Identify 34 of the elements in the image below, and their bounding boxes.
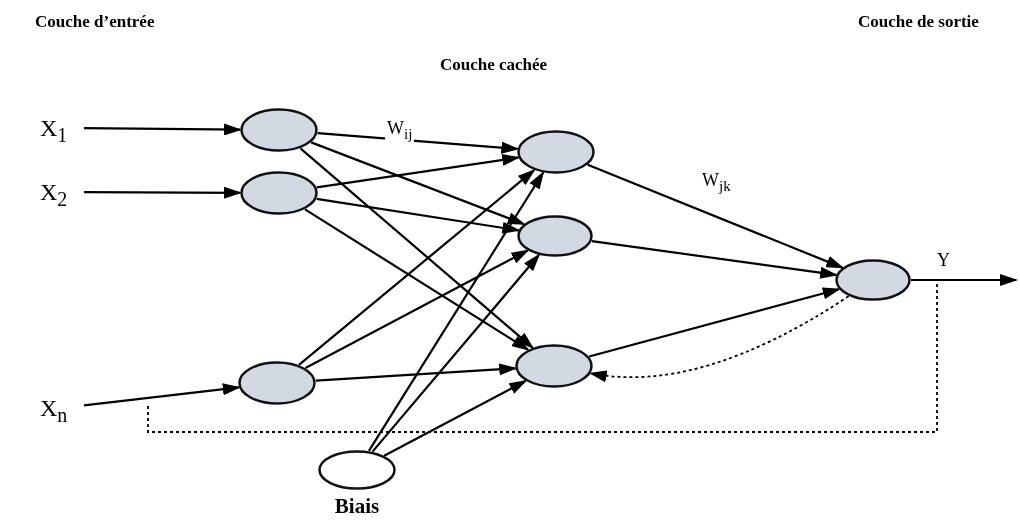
input-label: X$_{n}$ bbox=[40, 393, 84, 423]
layer-heading: Couche cachée bbox=[440, 55, 548, 75]
neuron-circle bbox=[238, 361, 316, 405]
arrow bbox=[298, 168, 536, 366]
arrow bbox=[310, 141, 526, 226]
arrow bbox=[304, 208, 530, 351]
layer-heading: Couche de sortie bbox=[858, 12, 979, 32]
arrow bbox=[299, 147, 535, 349]
arrow bbox=[304, 249, 530, 369]
neuron-circle bbox=[835, 259, 911, 301]
arrow bbox=[383, 380, 528, 457]
arrow bbox=[316, 197, 521, 234]
neuron-circle bbox=[515, 344, 593, 388]
arrow bbox=[83, 383, 241, 407]
feedback-line bbox=[147, 279, 938, 433]
arrow bbox=[371, 253, 541, 453]
edge-label: W$_{ij}$ bbox=[385, 118, 415, 144]
input-label: X$_{2}$ bbox=[40, 177, 84, 207]
arrow bbox=[368, 171, 545, 452]
arrow bbox=[84, 186, 242, 199]
neuron-circle bbox=[240, 108, 318, 152]
edge-label: W$_{jk}$ bbox=[700, 170, 733, 196]
node-label: Biais bbox=[333, 494, 381, 518]
arrow bbox=[911, 274, 1018, 286]
arrow bbox=[316, 154, 521, 189]
arrow bbox=[591, 240, 839, 279]
neuron-circle bbox=[240, 171, 318, 215]
input-label: X$_{1}$ bbox=[40, 113, 84, 143]
neuron-circle bbox=[517, 215, 593, 257]
arrow bbox=[588, 287, 841, 358]
arrow bbox=[84, 123, 242, 136]
neuron-circle bbox=[517, 130, 595, 174]
layer-heading: Couche d’entrée bbox=[35, 12, 155, 32]
arrow bbox=[587, 163, 845, 269]
